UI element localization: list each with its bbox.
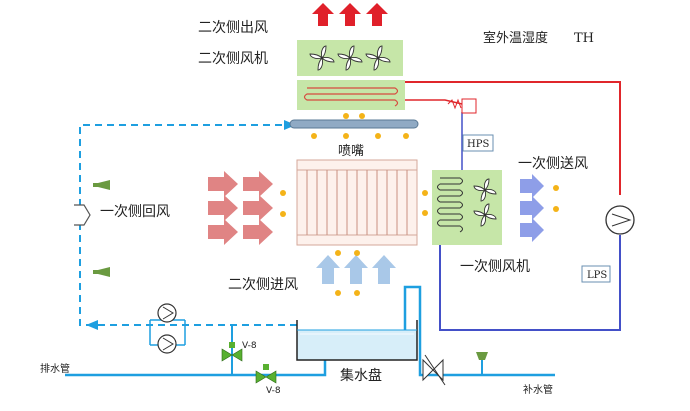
return-arrow-icon	[208, 195, 238, 221]
pump-icon	[157, 303, 177, 323]
label-makeup-pipe: 补水管	[523, 383, 553, 396]
flow-meter-icon	[422, 354, 446, 386]
exhaust-arrows	[312, 3, 388, 26]
evaporator-coil	[432, 170, 502, 245]
supply-air-arrows	[520, 174, 544, 242]
fan-icon	[473, 203, 497, 227]
return-arrow-icon	[243, 195, 273, 221]
lps-box	[581, 265, 611, 283]
primary-fan-icons	[473, 178, 497, 227]
inlet-arrow-icon	[344, 255, 368, 284]
droplet	[553, 206, 559, 212]
inlet-air-arrows	[316, 255, 396, 284]
water-return-arrowhead-bottom	[86, 320, 98, 330]
droplet	[553, 185, 559, 191]
exhaust-arrow-icon	[312, 3, 334, 26]
sensor-top-left	[93, 180, 110, 190]
return-arrow-icon	[208, 219, 238, 245]
return-arrow-icon	[208, 171, 238, 197]
inlet-arrow-icon	[372, 255, 396, 284]
drain-pipe-line	[65, 355, 327, 377]
label-secondary-inlet-air: 二次侧进风	[228, 277, 298, 293]
droplet	[354, 290, 360, 296]
droplet	[422, 190, 428, 196]
svg-text:V-8: V-8	[266, 386, 281, 396]
fan-icon	[473, 178, 497, 202]
refrigerant-line-hps	[440, 112, 463, 176]
label-primary-supply-air: 一次侧送风	[518, 156, 588, 172]
nozzle-bar	[289, 113, 419, 139]
droplet	[403, 133, 409, 139]
refrigerant-line-cold	[439, 235, 621, 331]
fan-icon	[337, 45, 363, 71]
label-secondary-outlet-air: 二次侧出风	[198, 20, 268, 36]
pump-group	[149, 303, 186, 354]
refrigerant-line-hot-to-valve	[405, 99, 463, 105]
fan-icon	[365, 45, 391, 71]
hps-box	[462, 134, 494, 152]
return-air-arrows	[208, 171, 273, 245]
label-drain-pipe: 排水管	[40, 362, 70, 375]
droplet	[280, 190, 286, 196]
sensor-bottom-left	[93, 267, 110, 277]
damper-icon	[74, 204, 91, 226]
condenser-coil	[297, 80, 405, 110]
droplet	[280, 211, 286, 217]
droplet	[354, 250, 360, 256]
pump-icon	[157, 334, 177, 354]
valve-upper	[221, 342, 243, 362]
valve-lower	[255, 364, 277, 384]
exhaust-arrow-icon	[339, 3, 361, 26]
label-outdoor-temp-humidity: 室外温湿度	[483, 30, 548, 46]
label-th: TH	[574, 31, 594, 46]
supply-arrow-icon	[520, 174, 544, 198]
svg-text:V-8: V-8	[242, 341, 257, 351]
expansion-valve-icon	[447, 98, 477, 114]
label-primary-return-air: 一次侧回风	[100, 204, 170, 220]
compressor-icon	[605, 205, 635, 235]
label-nozzle: 喷嘴	[338, 144, 364, 159]
label-lps: LPS	[587, 270, 607, 281]
makeup-sensor	[476, 352, 488, 360]
droplet	[343, 113, 349, 119]
heat-exchanger-core	[296, 159, 418, 246]
supply-arrow-icon	[520, 196, 544, 220]
label-secondary-fan: 二次侧风机	[198, 51, 268, 67]
exhaust-arrow-icon	[366, 3, 388, 26]
water-tray	[296, 320, 418, 361]
droplet	[311, 133, 317, 139]
droplet	[422, 210, 428, 216]
makeup-pipe-line	[403, 285, 555, 377]
return-arrow-icon	[243, 171, 273, 197]
label-water-tray: 集水盘	[340, 367, 382, 384]
droplet	[375, 133, 381, 139]
droplet	[359, 113, 365, 119]
fan-icon	[309, 45, 335, 71]
refrigerant-line-hot	[405, 81, 621, 195]
inlet-arrow-icon	[316, 255, 340, 284]
return-arrow-icon	[243, 219, 273, 245]
droplet	[335, 290, 341, 296]
droplet	[335, 250, 341, 256]
supply-arrow-icon	[520, 218, 544, 242]
secondary-fan-box	[297, 40, 403, 76]
droplet	[343, 133, 349, 139]
label-primary-fan: 一次侧风机	[460, 259, 530, 275]
label-hps: HPS	[467, 139, 489, 150]
